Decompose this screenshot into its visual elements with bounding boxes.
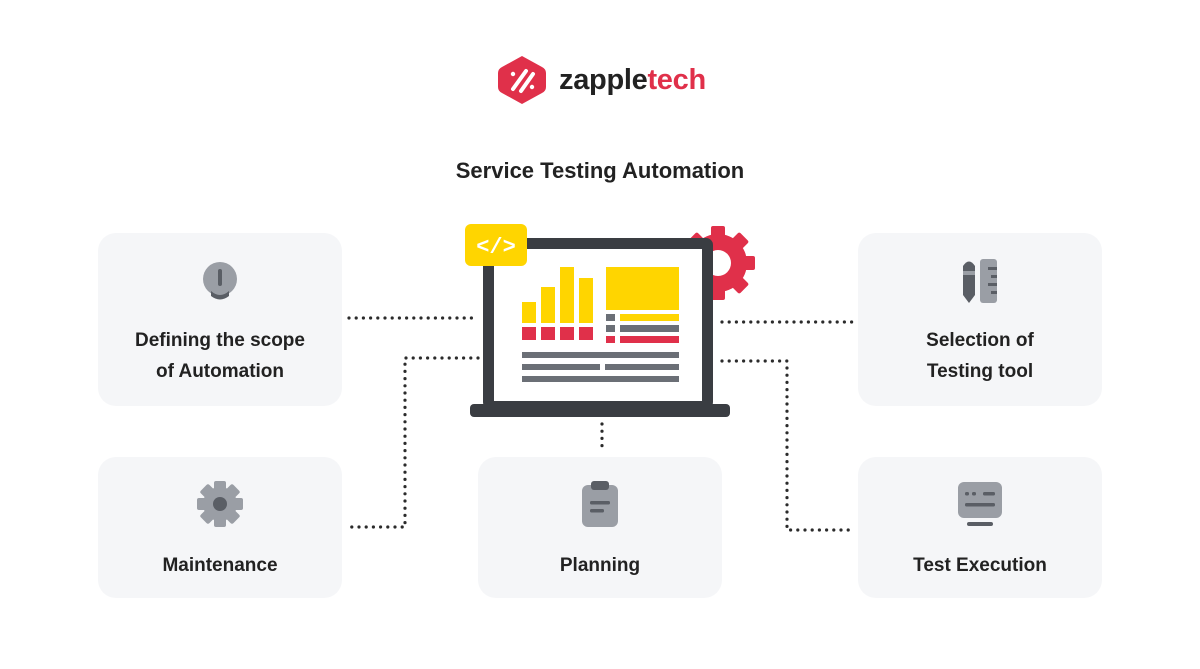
- brand-logo: zappletech: [497, 53, 706, 107]
- code-badge-text: </>: [476, 235, 516, 260]
- step-label-defining-scope: Defining the scope of Automation: [135, 325, 305, 387]
- label-line-1: Defining the scope: [135, 330, 305, 351]
- clipboard-icon: [582, 481, 618, 527]
- label-line-1: Selection of: [926, 330, 1034, 351]
- step-label-planning: Planning: [559, 555, 641, 576]
- connector-maintenance: [345, 356, 480, 529]
- code-badge: [465, 224, 527, 266]
- step-label-selection-tool: Selection of Testing tool: [926, 325, 1034, 387]
- laptop-dashboard-icon: </>: [465, 224, 755, 417]
- page-title: Service Testing Automation: [455, 158, 745, 183]
- label-line-2: of Automation: [155, 361, 285, 382]
- brand-name-part2: tech: [647, 63, 706, 96]
- monitor-list-icon: [958, 482, 1002, 526]
- step-card-planning: Planning: [478, 457, 722, 598]
- step-card-test-execution: Test Execution: [858, 457, 1102, 598]
- brand-name-part1: zapple: [559, 63, 648, 96]
- lightbulb-icon: [203, 262, 237, 300]
- step-card-maintenance: Maintenance: [98, 457, 342, 598]
- step-label-maintenance: Maintenance: [162, 555, 278, 576]
- zappletech-logo-icon: [498, 56, 546, 104]
- step-card-defining-scope: Defining the scope of Automation: [98, 233, 342, 406]
- step-label-test-execution: Test Execution: [913, 555, 1047, 576]
- pencil-ruler-icon: [963, 259, 997, 303]
- brand-name: zappletech: [559, 64, 706, 97]
- label-line-2: Testing tool: [926, 361, 1034, 382]
- gear-icon: [197, 481, 243, 527]
- connector-execution: [720, 359, 854, 532]
- step-card-selection-tool: Selection of Testing tool: [858, 233, 1102, 406]
- dashboard-bar-chart: [522, 267, 593, 323]
